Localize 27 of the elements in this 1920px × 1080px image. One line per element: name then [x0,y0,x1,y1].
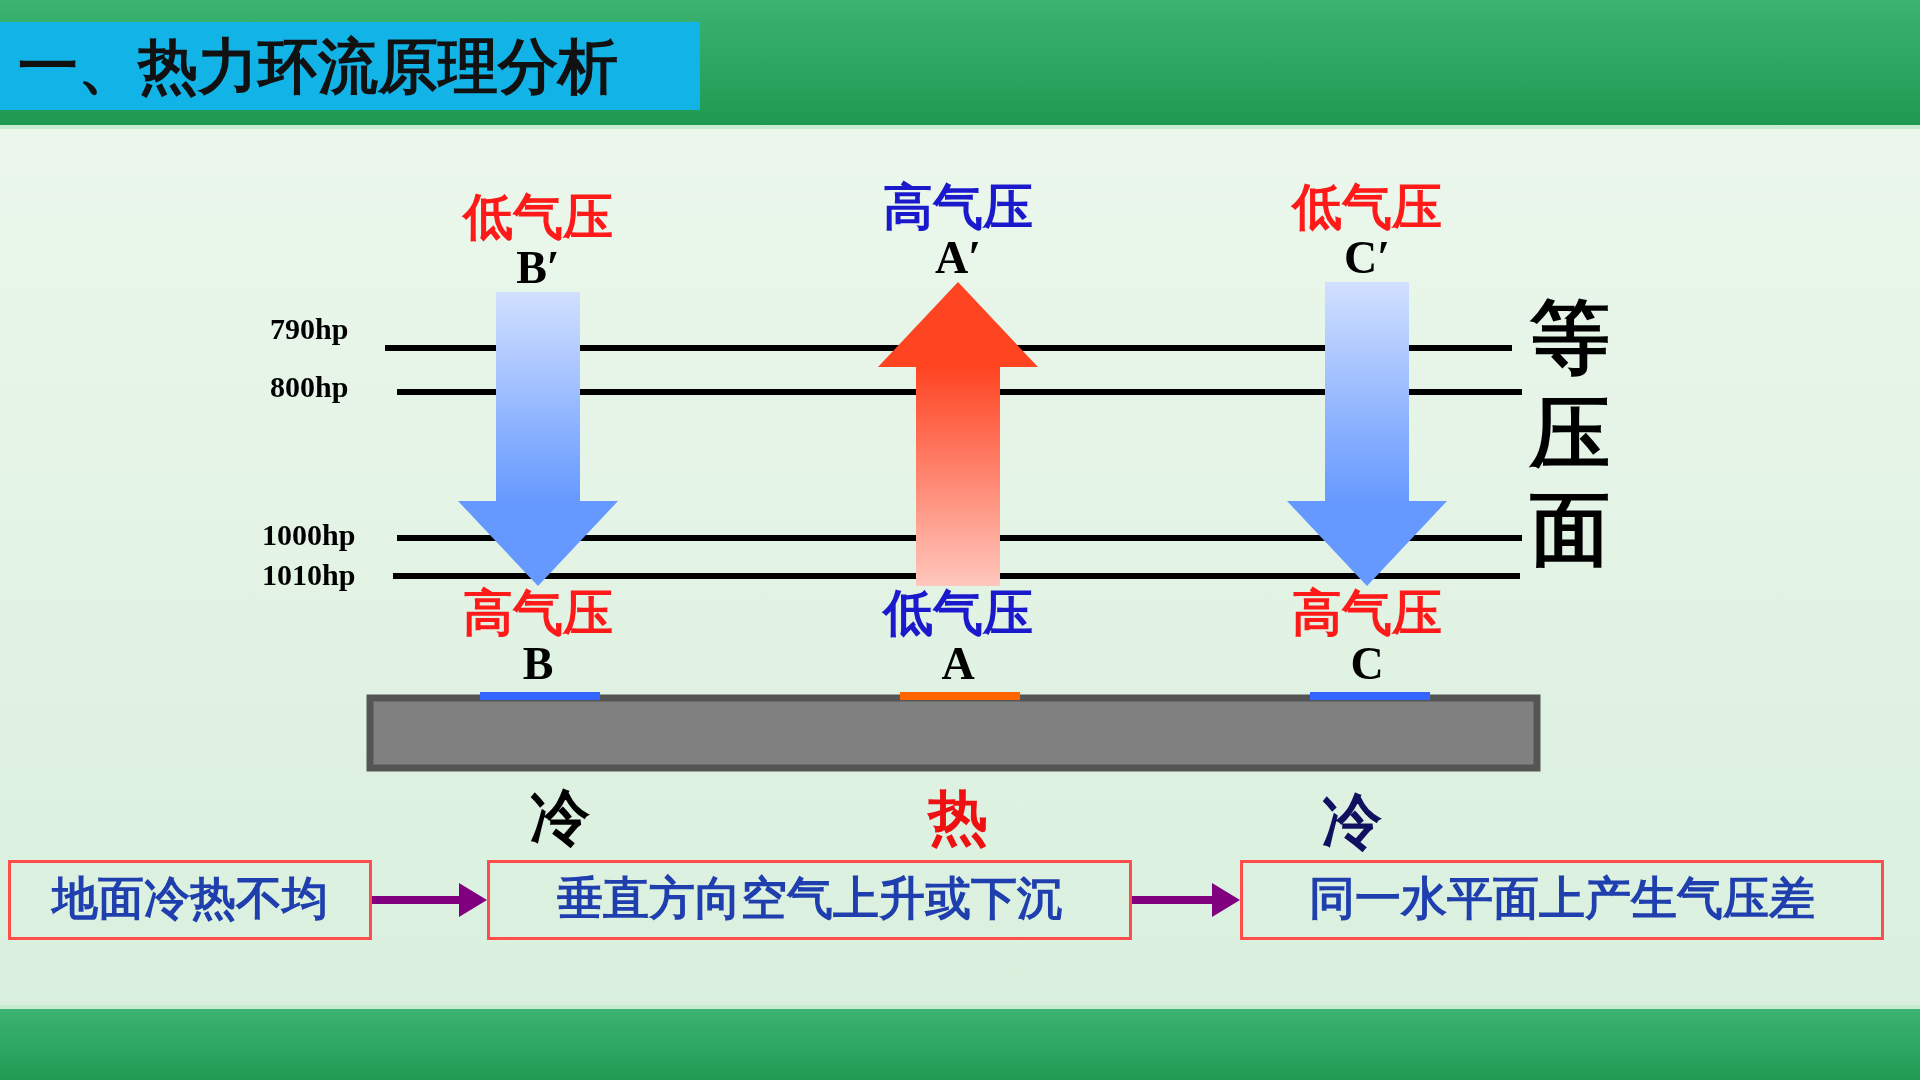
point-letter: C′ [1343,234,1391,282]
pressure-value: 800hp [270,370,349,404]
pressure-value: 1000hp [262,518,356,552]
pressure-label: 低气压 [883,586,1033,640]
pressure-value: 1010hp [262,558,356,592]
point-letter: A [941,640,975,688]
process-box: 垂直方向空气上升或下沉 [487,860,1132,940]
point-letter: B [522,640,554,688]
temperature-label: 冷 [530,781,590,854]
process-box: 地面冷热不均 [8,860,372,940]
pressure-value: 790hp [270,312,349,346]
pressure-label: 低气压 [463,190,613,244]
isobar-label: 等压面 [1530,290,1610,578]
air-flow-arrow [458,292,618,586]
pressure-label: 高气压 [1292,586,1442,640]
pressure-label: 低气压 [1292,180,1442,234]
pressure-label: 高气压 [463,586,613,640]
point-letter: A′ [934,234,982,282]
air-flow-arrow [1287,282,1447,586]
process-box: 同一水平面上产生气压差 [1240,860,1884,940]
pressure-label: 高气压 [883,180,1033,234]
point-letter: C [1350,640,1384,688]
title: 一、热力环流原理分析 [0,22,700,110]
temperature-label: 冷 [1322,785,1382,858]
air-flow-arrow [878,282,1038,586]
temperature-label: 热 [928,781,988,854]
point-letter: B′ [516,244,560,292]
